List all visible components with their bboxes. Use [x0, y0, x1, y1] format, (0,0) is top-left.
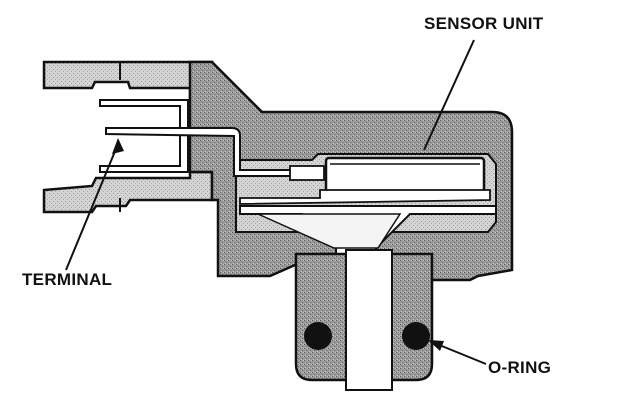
connector-lower-arm	[42, 170, 214, 214]
port-bore	[345, 249, 393, 391]
o-ring-label: O-RING	[488, 358, 552, 377]
sensor-unit-label: SENSOR UNIT	[424, 14, 544, 33]
terminal-label: TERMINAL	[22, 270, 113, 289]
terminal-joint	[289, 165, 325, 181]
o-ring-leader-arrowhead	[428, 340, 444, 351]
connector-cavity	[99, 99, 189, 173]
sensor-unit-leader	[423, 39, 475, 151]
o-ring-left	[304, 322, 332, 350]
circuit-strip	[239, 189, 491, 205]
terminal-leader	[65, 143, 119, 271]
connector-upper-arm	[42, 60, 214, 102]
funnel-throat	[257, 213, 402, 249]
terminal-leader-arrowhead	[112, 138, 124, 154]
o-ring-right	[402, 322, 430, 350]
terminal-pin	[105, 127, 293, 177]
